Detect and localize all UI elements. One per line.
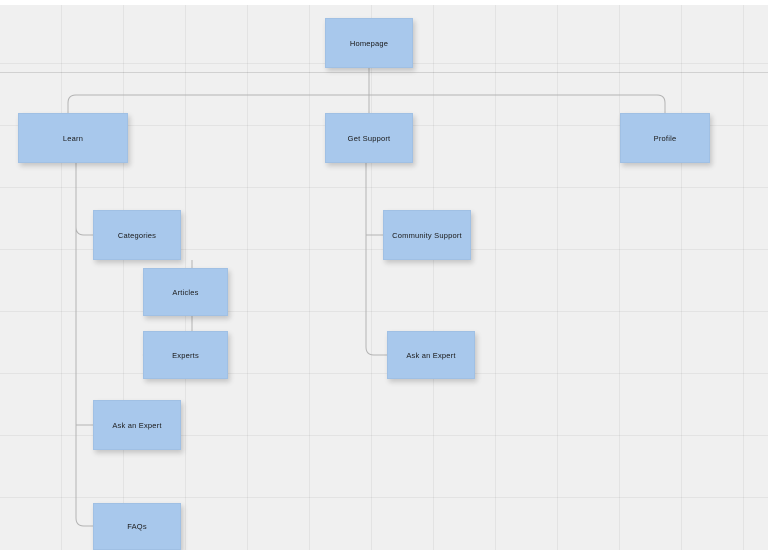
- node-categories[interactable]: Categories: [93, 210, 181, 260]
- node-profile[interactable]: Profile: [620, 113, 710, 163]
- node-label: Community Support: [392, 230, 462, 240]
- node-ask-an-expert-left[interactable]: Ask an Expert: [93, 400, 181, 450]
- node-label: Homepage: [349, 38, 389, 48]
- node-label: Learn: [62, 133, 84, 143]
- node-label: Experts: [172, 350, 199, 360]
- node-learn[interactable]: Learn: [18, 113, 128, 163]
- node-label: FAQs: [127, 522, 147, 531]
- node-label: Articles: [172, 287, 199, 297]
- node-ask-an-expert-right[interactable]: Ask an Expert: [387, 331, 475, 379]
- node-homepage[interactable]: Homepage: [325, 18, 413, 68]
- grid-background: [0, 5, 768, 550]
- node-faqs[interactable]: FAQs: [93, 503, 181, 550]
- node-articles[interactable]: Articles: [143, 268, 228, 316]
- node-label: Get Support: [347, 133, 391, 143]
- grid-accent-rule: [0, 72, 768, 73]
- node-label: Ask an Expert: [112, 420, 162, 430]
- node-get-support[interactable]: Get Support: [325, 113, 413, 163]
- node-community-support[interactable]: Community Support: [383, 210, 471, 260]
- node-label: Categories: [117, 230, 157, 240]
- node-experts[interactable]: Experts: [143, 331, 228, 379]
- node-label: Ask an Expert: [406, 350, 456, 360]
- node-label: Profile: [653, 133, 677, 143]
